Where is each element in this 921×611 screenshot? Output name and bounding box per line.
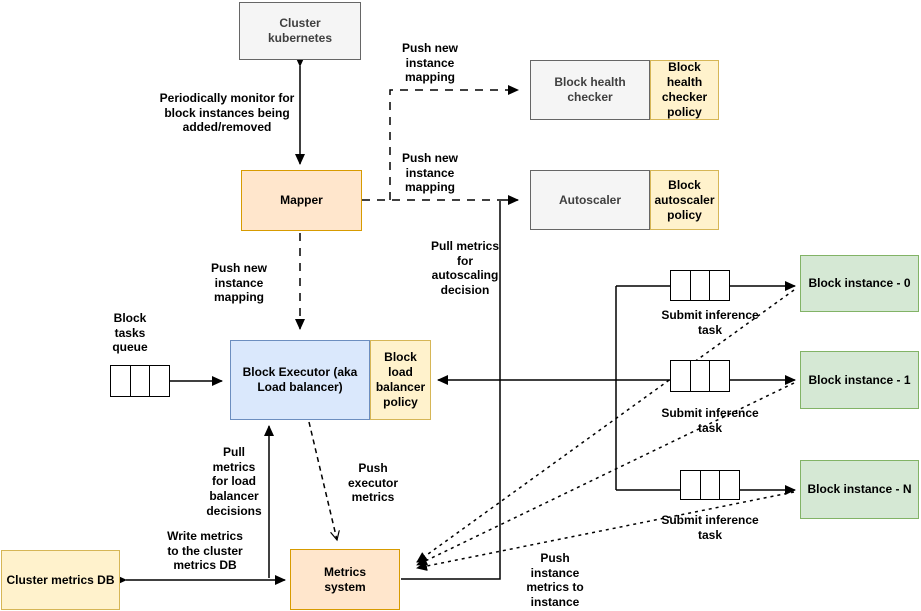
queue-instance-0 (670, 270, 730, 301)
node-cluster-metrics-db: Cluster metrics DB (1, 550, 120, 610)
queue-cell (709, 271, 729, 300)
queue-cell (709, 361, 729, 391)
node-block-health-checker: Block health checker (530, 60, 650, 120)
node-mapper: Mapper (241, 170, 362, 231)
node-block-load-balancer-policy: Block load balancer policy (370, 340, 431, 420)
node-metrics-system: Metrics system (290, 549, 400, 610)
label-periodically-monitor: Periodically monitor for block instances… (159, 91, 295, 135)
queue-block-tasks (110, 365, 170, 397)
node-block-autoscaler-policy: Block autoscaler policy (650, 170, 719, 230)
label-submit-inference-task-0: Submit inference task (661, 308, 759, 337)
queue-cell (129, 366, 150, 396)
edge-executor-metrics (308, 421, 337, 540)
label-push-new-instance-mapping-autoscaler: Push new instance mapping (401, 151, 458, 195)
queue-cell (689, 271, 710, 300)
node-cluster-kubernetes: Cluster kubernetes (239, 2, 361, 60)
node-block-executor: Block Executor (aka Load balancer) (230, 340, 370, 420)
node-autoscaler: Autoscaler (530, 170, 650, 230)
queue-cell (111, 366, 130, 396)
label-push-executor-metrics: Push executor metrics (347, 461, 399, 505)
edge-metrics-autoscaler (401, 201, 501, 580)
queue-cell (671, 271, 690, 300)
queue-instance-n (680, 470, 740, 500)
queue-instance-1 (670, 360, 730, 392)
queue-cell (671, 361, 690, 391)
edge-mapper-health-checker (389, 85, 519, 200)
queue-cell (699, 471, 720, 499)
label-pull-metrics-autoscaling: Pull metrics for autoscaling decision (430, 239, 500, 297)
edge-instance0-metrics (416, 289, 795, 563)
node-block-instance-n: Block instance - N (800, 460, 919, 519)
label-push-new-instance-mapping-executor: Push new instance mapping (210, 261, 267, 305)
queue-cell (149, 366, 169, 396)
node-block-health-checker-policy: Block health checker policy (650, 60, 719, 120)
label-submit-inference-task-1: Submit inference task (661, 406, 759, 435)
label-pull-metrics-load-balancer: Pull metrics for load balancer decisions (206, 445, 262, 518)
queue-cell (689, 361, 710, 391)
node-block-instance-1: Block instance - 1 (800, 351, 919, 409)
node-block-instance-0: Block instance - 0 (800, 255, 919, 312)
edge-instancen-metrics (416, 491, 795, 571)
label-block-tasks-queue: Block tasks queue (112, 311, 148, 355)
label-write-metrics-cluster-db: Write metrics to the cluster metrics DB (167, 529, 243, 573)
label-push-instance-metrics: Push instance metrics to instance (526, 551, 584, 609)
label-submit-inference-task-n: Submit inference task (661, 513, 759, 542)
queue-cell (719, 471, 739, 499)
queue-cell (681, 471, 700, 499)
label-push-new-instance-mapping-health: Push new instance mapping (401, 41, 458, 85)
